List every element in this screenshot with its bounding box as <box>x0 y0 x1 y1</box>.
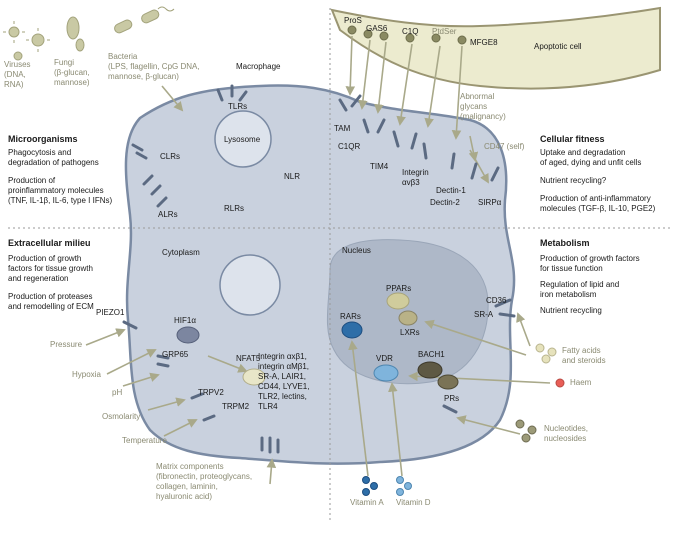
label-nucleotides: Nucleotides, nucleosides <box>544 424 589 443</box>
bach1-blob-1 <box>417 361 443 379</box>
label-vdr: VDR <box>376 354 393 363</box>
label-bacteria: Bacteria (LPS, flagellin, CpG DNA, manno… <box>108 52 200 81</box>
heading-cellular-fitness: Cellular fitness <box>540 134 605 144</box>
label-trpm2: TRPM2 <box>222 402 250 411</box>
receptors <box>122 84 516 454</box>
ppars-blob <box>386 292 410 310</box>
label-hypoxia: Hypoxia <box>72 370 101 379</box>
label-mfge8: MFGE8 <box>470 38 498 47</box>
label-integrins-list: Integrin αxβ1, integrin αMβ1, SR-A, LAIR… <box>258 352 310 411</box>
text-microorganisms-1: Phagocytosis and degradation of pathogen… <box>8 148 99 167</box>
bach1-blob-2 <box>437 374 459 390</box>
label-cd47: CD47 (self) <box>484 142 525 151</box>
text-metabolism-2: Regulation of lipid and iron metabolism <box>540 280 620 299</box>
label-sra: SR-A <box>474 310 494 319</box>
label-pros: ProS <box>344 16 362 25</box>
text-fitness-1: Uptake and degradation of aged, dying an… <box>540 148 642 167</box>
label-viruses: Viruses (DNA, RNA) <box>4 60 31 89</box>
label-lxrs: LXRs <box>400 328 420 337</box>
label-matrix: Matrix components (fibronectin, proteogl… <box>156 462 253 501</box>
vitamin-a-dots <box>362 476 378 496</box>
label-vitamin-d: Vitamin D <box>396 498 431 507</box>
hif1a-blob <box>176 326 200 344</box>
label-dectin1: Dectin-1 <box>436 186 466 195</box>
label-rlrs: RLRs <box>224 204 245 213</box>
label-tam: TAM <box>334 124 351 133</box>
vitamin-d-dots <box>396 476 412 496</box>
vdr-blob <box>373 364 399 382</box>
label-ppars: PPARs <box>386 284 412 293</box>
ligand-chain <box>347 25 467 45</box>
heading-metabolism: Metabolism <box>540 238 590 248</box>
label-trpv2: TRPV2 <box>198 388 224 397</box>
label-osmolarity: Osmolarity <box>102 412 141 421</box>
label-hif1a: HIF1α <box>174 316 196 325</box>
heading-extracellular-milieu: Extracellular milieu <box>8 238 91 248</box>
label-lysosome: Lysosome <box>224 135 261 144</box>
label-tlrs: TLRs <box>228 102 248 111</box>
text-fitness-2: Nutrient recycling? <box>540 176 607 185</box>
vesicle <box>219 254 281 316</box>
nfat5-blob <box>242 368 266 386</box>
label-prs: PRs <box>444 394 460 403</box>
label-haem: Haem <box>570 378 592 387</box>
label-clrs: CLRs <box>160 152 181 161</box>
haem-dot <box>555 378 565 388</box>
label-cd36: CD36 <box>486 296 507 305</box>
label-abnormal-glycans: Abnormal glycans (malignancy) <box>460 92 506 121</box>
label-sirpa: SIRPα <box>478 198 502 207</box>
label-vitamin-a: Vitamin A <box>350 498 384 507</box>
label-nucleus: Nucleus <box>342 246 371 255</box>
lysosome <box>214 110 272 168</box>
apoptotic-cell <box>330 6 661 90</box>
label-apoptotic-cell: Apoptotic cell <box>534 42 582 51</box>
label-rars: RARs <box>340 312 361 321</box>
label-ptdser: PtdSer <box>432 27 457 36</box>
label-bach1: BACH1 <box>418 350 445 359</box>
text-metabolism-3: Nutrient recycling <box>540 306 602 315</box>
lxrs-blob <box>398 310 418 326</box>
virus-icon <box>3 21 50 61</box>
text-fitness-3: Production of anti-inflammatory molecule… <box>540 194 656 213</box>
label-c1qr: C1QR <box>338 142 361 151</box>
label-nlr: NLR <box>284 172 301 181</box>
label-piezo1: PIEZO1 <box>96 308 125 317</box>
label-cytoplasm: Cytoplasm <box>162 248 200 257</box>
fungus-icon <box>66 16 85 52</box>
label-tim4: TIM4 <box>370 162 389 171</box>
arrows <box>85 35 551 485</box>
label-temperature: Temperature <box>122 436 167 445</box>
label-nfat5: NFAT5 <box>236 354 261 363</box>
rars-blob <box>341 321 363 339</box>
label-ph: pH <box>112 388 123 397</box>
label-alrs: ALRs <box>158 210 178 219</box>
label-fungi: Fungi (β-glucan, mannose) <box>54 58 90 87</box>
label-gas6: GAS6 <box>366 24 388 33</box>
text-metabolism-1: Production of growth factors for tissue … <box>540 254 640 273</box>
label-integrin: Integrin αvβ3 <box>402 168 429 187</box>
bacterium-icon <box>114 6 175 34</box>
text-milieu-1: Production of growth factors for tissue … <box>8 254 93 283</box>
fatty-acid-dots <box>535 343 557 364</box>
label-macrophage: Macrophage <box>236 62 281 71</box>
label-dectin2: Dectin-2 <box>430 198 460 207</box>
text-microorganisms-2: Production of proinflammatory molecules … <box>8 176 113 205</box>
text-milieu-2: Production of proteases and remodelling … <box>8 292 94 311</box>
label-grp65: GRP65 <box>162 350 189 359</box>
heading-microorganisms: Microorganisms <box>8 134 78 144</box>
label-c1q: C1Q <box>402 27 419 36</box>
label-pressure: Pressure <box>50 340 83 349</box>
nucleotide-dots <box>515 419 537 443</box>
label-fatty-acids: Fatty acids and steroids <box>562 346 606 365</box>
